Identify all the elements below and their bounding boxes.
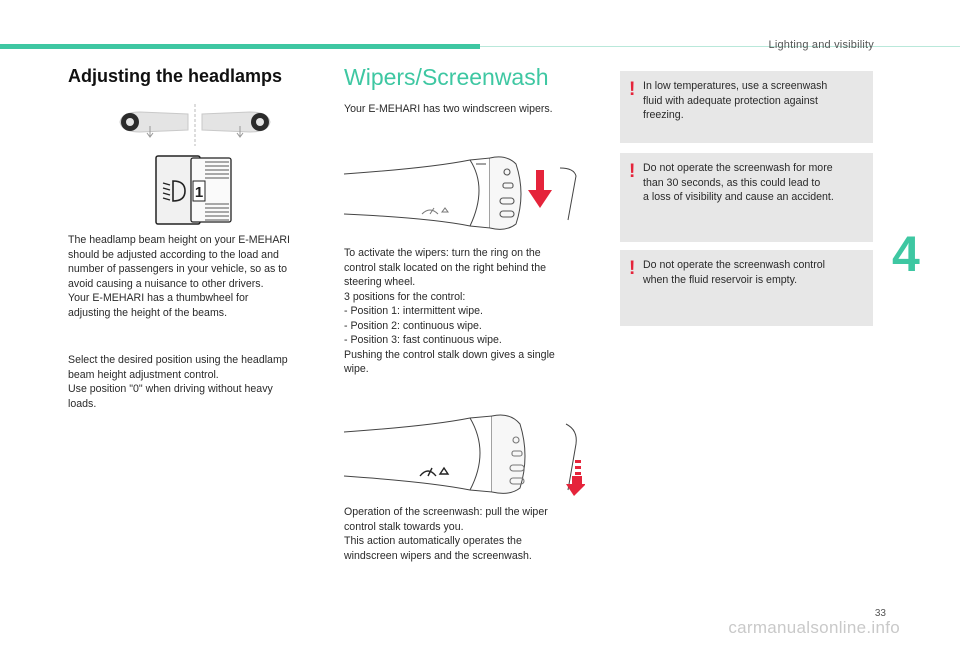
text-line: Do not operate the screenwash control xyxy=(643,259,825,271)
section-title: Lighting and visibility xyxy=(768,39,874,51)
text-line: should be adjusted according to the load… xyxy=(68,248,279,261)
wipers-paragraph-1: To activate the wipers: turn the ring on… xyxy=(344,246,555,377)
text-line: when the fluid reservoir is empty. xyxy=(643,273,798,286)
header-accent-bar xyxy=(0,44,480,49)
warning-text: In low temperatures, use a screenwash fl… xyxy=(643,79,827,123)
warning-box-2: ! Do not operate the screenwash for more… xyxy=(620,153,873,242)
text-line: Select the desired position using the he… xyxy=(68,354,288,366)
warning-icon: ! xyxy=(629,258,636,279)
wiper-position-marks xyxy=(499,168,515,218)
text-line: - Position 2: continuous wipe. xyxy=(344,319,482,332)
warning-icon: ! xyxy=(629,79,636,100)
text-line: freezing. xyxy=(643,109,684,121)
text-line: - Position 1: intermittent wipe. xyxy=(344,305,483,317)
warning-text: Do not operate the screenwash for more t… xyxy=(643,161,834,205)
headlamp-icon xyxy=(162,180,186,202)
page-number: 33 xyxy=(874,608,886,619)
wipers-title: Wipers/Screenwash xyxy=(344,64,549,90)
warning-box-3: ! Do not operate the screenwash control … xyxy=(620,250,873,326)
text-line: Use position "0" when driving without he… xyxy=(68,383,273,395)
wiper-stalk-pull-illustration xyxy=(343,414,585,496)
warning-box-1: ! In low temperatures, use a screenwash … xyxy=(620,71,873,143)
text-line: 3 positions for the control: xyxy=(344,290,466,303)
text-line: fluid with adequate protection against xyxy=(643,94,818,107)
warning-icon: ! xyxy=(629,161,636,182)
headlamp-beam-illustration xyxy=(119,104,271,146)
text-line: control stalk located on the right behin… xyxy=(344,261,547,274)
warning-text: Do not operate the screenwash control wh… xyxy=(643,258,825,287)
text-line: Your E-MEHARI has a thumbwheel for xyxy=(68,292,249,304)
text-line: a loss of visibility and cause an accide… xyxy=(643,191,834,203)
text-line: In low temperatures, use a screenwash xyxy=(643,80,828,92)
text-line: loads. xyxy=(68,397,97,410)
text-line: windscreen wipers and the screenwash. xyxy=(344,549,532,562)
text-line: than 30 seconds, as this could lead to xyxy=(643,176,821,189)
text-line: Pushing the control stalk down gives a s… xyxy=(344,348,555,361)
push-down-arrow-icon xyxy=(528,170,552,208)
text-line: control stalk towards you. xyxy=(344,520,464,533)
text-line: To activate the wipers: turn the ring on… xyxy=(344,247,541,259)
text-line: beam height adjustment control. xyxy=(68,368,219,381)
text-line: avoid causing a nuisance to other driver… xyxy=(68,277,264,290)
header-divider xyxy=(480,46,960,47)
text-line: This action automatically operates the xyxy=(344,535,522,547)
headlamps-paragraph-2: Select the desired position using the he… xyxy=(68,353,288,411)
headlamps-paragraph-1: The headlamp beam height on your E-MEHAR… xyxy=(68,233,290,320)
text-line: wipe. xyxy=(344,363,369,375)
beam-low-icon xyxy=(119,111,189,138)
text-line: number of passengers in your vehicle, so… xyxy=(68,263,288,275)
text-line: steering wheel. xyxy=(344,276,416,288)
headlamps-title: Adjusting the headlamps xyxy=(68,66,283,86)
wipers-intro: Your E-MEHARI has two windscreen wipers. xyxy=(344,103,553,115)
thumbwheel-position-label: 1 xyxy=(195,184,203,201)
text-line: The headlamp beam height on your E-MEHAR… xyxy=(68,234,290,246)
text-line: Do not operate the screenwash for more xyxy=(643,162,833,174)
watermark: carmanualsonline.info xyxy=(728,618,900,637)
chapter-number: 4 xyxy=(892,226,920,282)
wiper-stalk-push-illustration xyxy=(343,156,577,230)
washer-symbol-icon xyxy=(421,207,449,215)
wipers-paragraph-2: Operation of the screenwash: pull the wi… xyxy=(344,505,548,563)
pull-arrow-icon xyxy=(566,460,585,496)
beam-high-icon xyxy=(201,111,271,138)
washer-symbol-icon xyxy=(419,466,450,477)
text-line: Operation of the screenwash: pull the wi… xyxy=(344,506,548,518)
headlamp-thumbwheel-illustration: 1 xyxy=(155,155,232,225)
text-line: adjusting the height of the beams. xyxy=(68,306,228,319)
wiper-position-marks xyxy=(509,436,525,485)
text-line: - Position 3: fast continuous wipe. xyxy=(344,334,502,346)
